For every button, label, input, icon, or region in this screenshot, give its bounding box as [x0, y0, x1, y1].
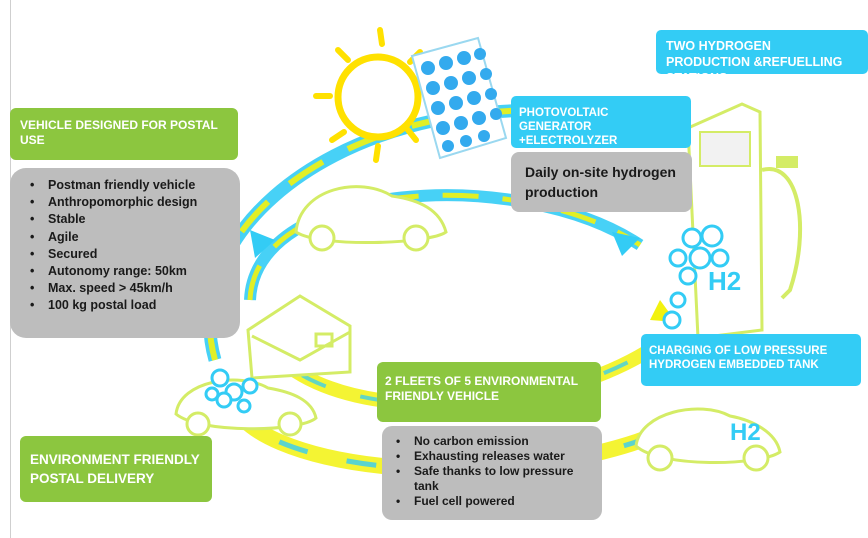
fleet-features-list: No carbon emission Exhausting releases w… — [386, 434, 596, 509]
letter-icon — [246, 294, 352, 380]
charging-label: CHARGING OF LOW PRESSURE HYDROGEN EMBEDD… — [641, 334, 861, 386]
vehicle-features-box: Postman friendly vehicle Anthropomorphic… — [10, 168, 240, 338]
list-item: Fuel cell powered — [386, 494, 596, 509]
list-item: Secured — [20, 246, 234, 263]
list-item: Safe thanks to low pressure tank — [386, 464, 596, 494]
list-item: No carbon emission — [386, 434, 596, 449]
two-stations-label: TWO HYDROGEN PRODUCTION &REFUELLING STAT… — [656, 30, 868, 85]
fleets-label: 2 FLEETS OF 5 ENVIRONMENTAL FRIENDLY VEH… — [377, 362, 601, 422]
list-item: 100 kg postal load — [20, 297, 234, 314]
bubbles-icon — [204, 368, 259, 414]
solar-panel-icon — [410, 36, 508, 160]
h2-car-label: H2 — [730, 419, 761, 446]
hydrogen-pump-icon: H2 — [686, 102, 803, 340]
bubbles-icon — [662, 224, 730, 330]
env-delivery-label: ENVIRONMENT FRIENDLY POSTAL DELIVERY — [20, 436, 212, 502]
vehicle-designed-label: VEHICLE DESIGNED FOR POSTAL USE — [10, 108, 238, 160]
list-item: Anthropomorphic design — [20, 194, 234, 211]
list-item: Postman friendly vehicle — [20, 177, 234, 194]
list-item: Exhausting releases water — [386, 449, 596, 464]
car-icon — [634, 407, 782, 472]
vehicle-features-list: Postman friendly vehicle Anthropomorphic… — [20, 177, 234, 315]
daily-production-box: Daily on-site hydrogen production — [511, 152, 692, 212]
list-item: Autonomy range: 50km — [20, 263, 234, 280]
h2-pump-label: H2 — [708, 266, 741, 296]
pv-generator-label: PHOTOVOLTAIC GENERATOR +ELECTROLYZER — [511, 96, 691, 148]
list-item: Agile — [20, 229, 234, 246]
list-item: Max. speed > 45km/h — [20, 280, 234, 297]
sun-icon — [313, 27, 423, 163]
list-item: Stable — [20, 211, 234, 228]
car-icon — [294, 185, 448, 252]
fleet-features-box: No carbon emission Exhausting releases w… — [382, 426, 602, 520]
